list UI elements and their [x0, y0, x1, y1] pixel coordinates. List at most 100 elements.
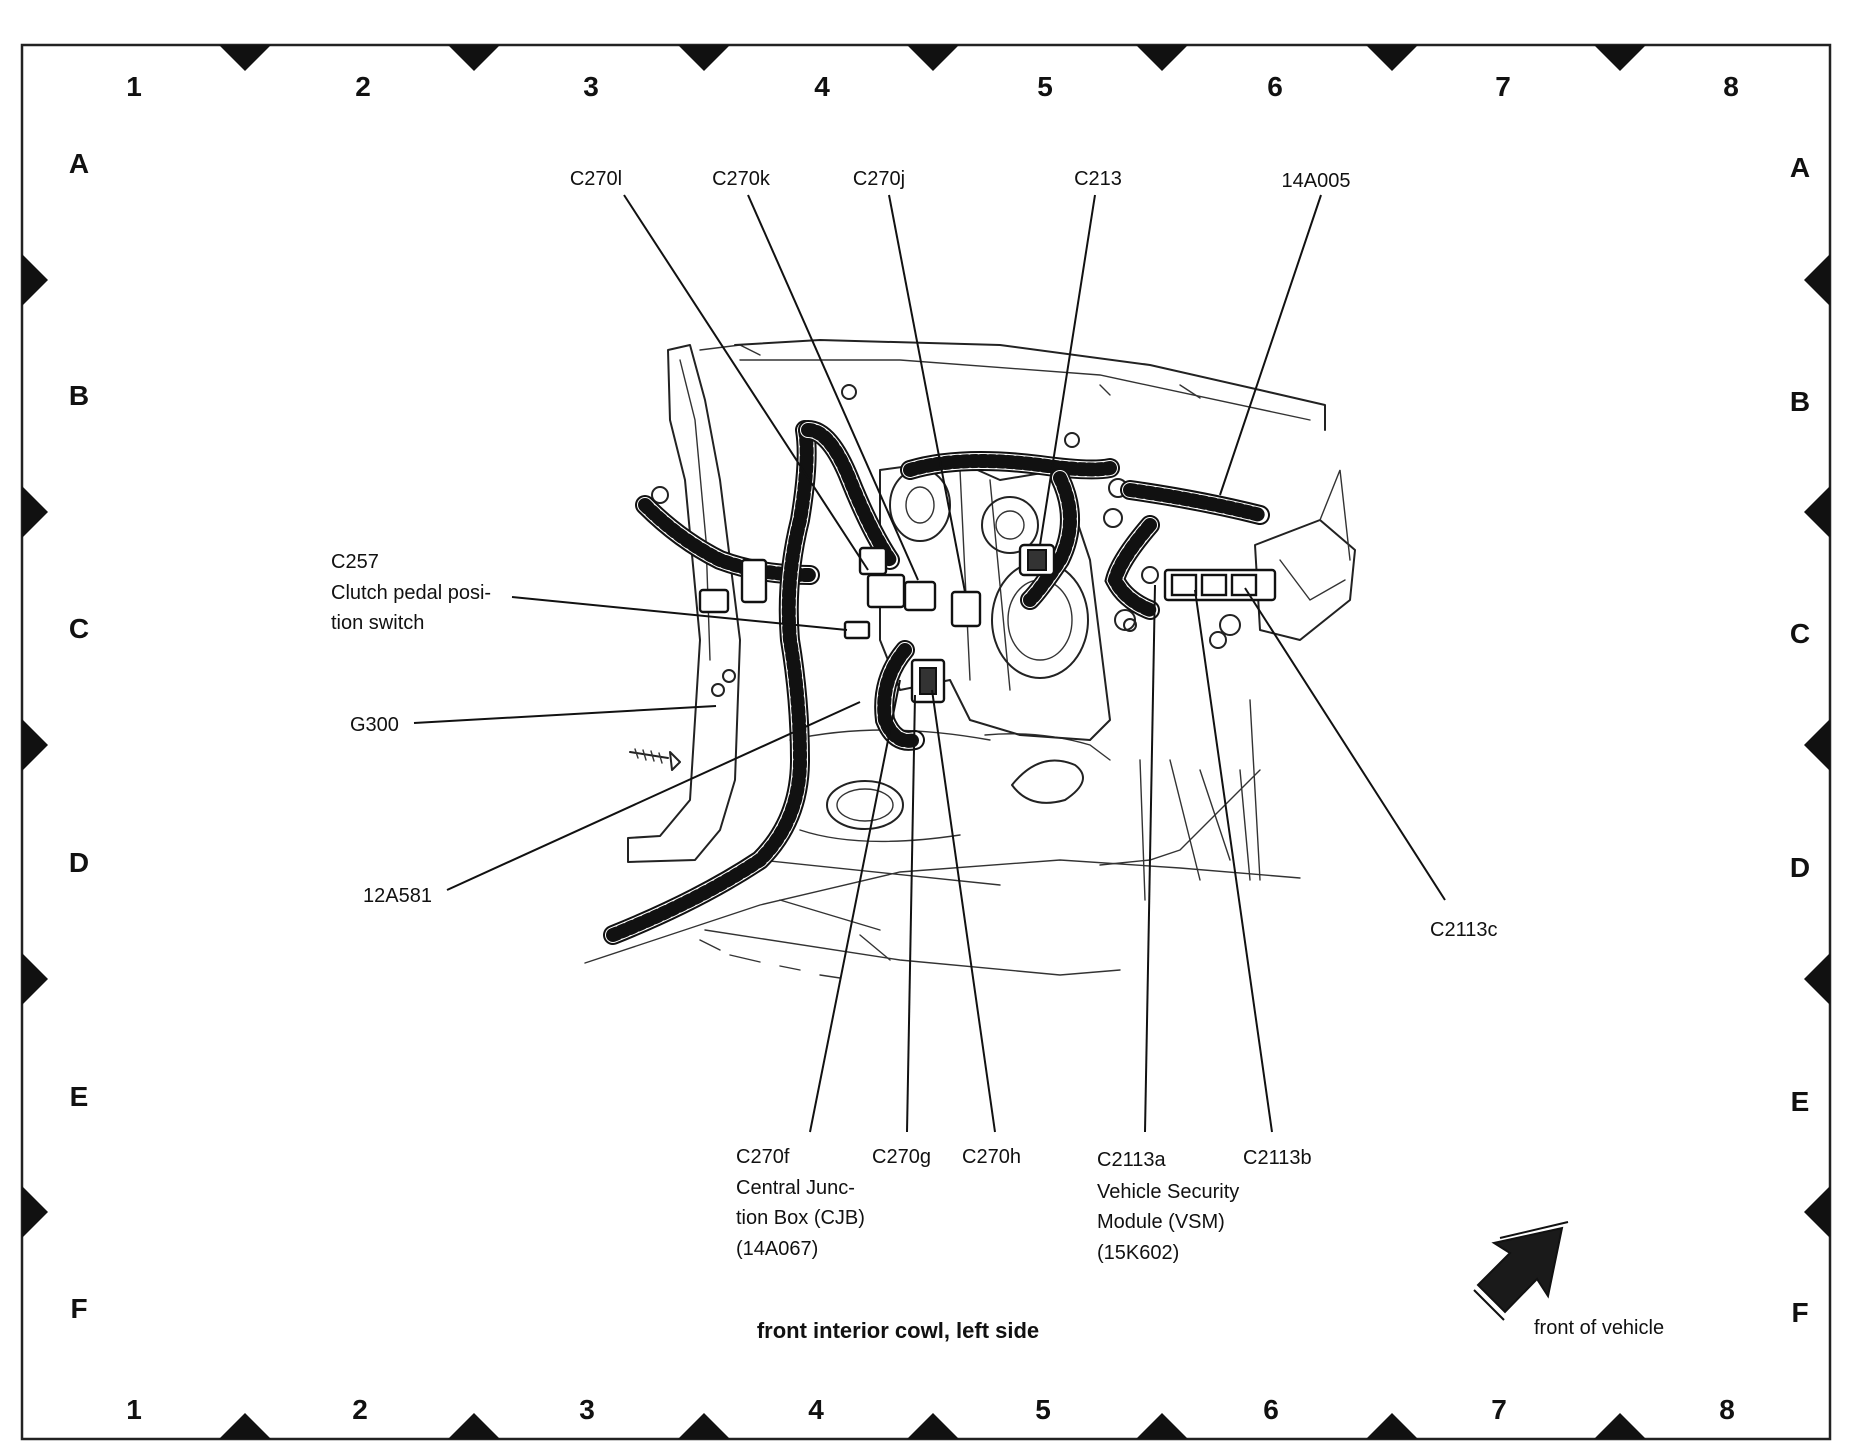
row-right-e: E — [1791, 1086, 1810, 1117]
front-arrow-icon — [1476, 1226, 1564, 1314]
leader-c270l — [623, 194, 869, 571]
grid-marker-left-5 — [22, 1186, 48, 1238]
row-left-f: F — [70, 1293, 87, 1324]
label-c213: C213 — [1074, 168, 1122, 190]
row-left-b: B — [69, 380, 89, 411]
row-left-a: A — [69, 148, 89, 179]
leader-c2113b — [1194, 589, 1273, 1133]
row-right-d: D — [1790, 852, 1810, 883]
row-right-f: F — [1791, 1297, 1808, 1328]
label-c270h: C270h — [962, 1146, 1021, 1168]
grid-marker-bottom-2 — [448, 1413, 500, 1439]
label-c2113b: C2113b — [1243, 1147, 1312, 1169]
grid-marker-top-6 — [1366, 45, 1418, 71]
row-right-c: C — [1790, 618, 1810, 649]
label-14a005: 14A005 — [1282, 170, 1351, 192]
col-bottom-4: 4 — [808, 1394, 824, 1425]
diagram-caption: front interior cowl, left side — [757, 1318, 1039, 1343]
label-cjb-1: Central Junc- — [736, 1177, 855, 1199]
row-right-a: A — [1790, 152, 1810, 183]
grid-marker-left-4 — [22, 953, 48, 1005]
grid-marker-top-7 — [1594, 45, 1646, 71]
label-c257-desc-1: Clutch pedal posi- — [331, 582, 491, 604]
grid-marker-bottom-6 — [1366, 1413, 1418, 1439]
label-vsm-3: (15K602) — [1097, 1242, 1179, 1264]
label-c257-desc-2: tion switch — [331, 612, 424, 634]
label-c270k: C270k — [712, 168, 771, 190]
col-bottom-2: 2 — [352, 1394, 368, 1425]
front-of-vehicle-indicator: front of vehicle — [1473, 1221, 1664, 1339]
col-bottom-7: 7 — [1491, 1394, 1507, 1425]
grid-marker-right-5 — [1804, 1186, 1830, 1238]
leader-c270j — [888, 194, 966, 593]
grid-marker-top-1 — [219, 45, 271, 71]
grid-marker-bottom-3 — [678, 1413, 730, 1439]
grid-marker-left-2 — [22, 486, 48, 538]
label-c270j: C270j — [853, 168, 905, 190]
label-c270f: C270f — [736, 1146, 790, 1168]
grid-marker-right-2 — [1804, 486, 1830, 538]
col-bottom-5: 5 — [1035, 1394, 1051, 1425]
leader-c2113c — [1244, 587, 1446, 901]
grid-marker-top-5 — [1136, 45, 1188, 71]
leader-c257 — [511, 596, 848, 631]
label-c2113c: C2113c — [1430, 919, 1497, 941]
grid-marker-right-1 — [1804, 254, 1830, 306]
col-top-5: 5 — [1037, 71, 1053, 102]
grid-marker-bottom-5 — [1136, 1413, 1188, 1439]
col-bottom-8: 8 — [1719, 1394, 1735, 1425]
grid-marker-top-4 — [907, 45, 959, 71]
leader-c2113a — [1144, 584, 1156, 1133]
row-letters-right: A B C D E F — [1790, 152, 1810, 1328]
grid-marker-left-1 — [22, 254, 48, 306]
label-vsm-1: Vehicle Security — [1097, 1181, 1239, 1203]
row-left-e: E — [70, 1081, 89, 1112]
grid-marker-bottom-4 — [907, 1413, 959, 1439]
col-top-8: 8 — [1723, 71, 1739, 102]
col-top-2: 2 — [355, 71, 371, 102]
row-left-c: C — [69, 613, 89, 644]
leader-c213 — [1039, 194, 1096, 546]
row-right-b: B — [1790, 386, 1810, 417]
leader-12a581 — [446, 701, 861, 891]
component-labels: C270l C270k C270j C213 14A005 C257 Clutc… — [331, 168, 1497, 1264]
grid-marker-right-3 — [1804, 719, 1830, 771]
label-c257: C257 — [331, 551, 379, 573]
label-g300: G300 — [350, 714, 399, 736]
column-numbers-bottom: 1 2 3 4 5 6 7 8 — [126, 1394, 1735, 1425]
label-c270l: C270l — [570, 168, 622, 190]
grid-marker-bottom-1 — [219, 1413, 271, 1439]
label-c270g: C270g — [872, 1146, 931, 1168]
row-letters-left: A B C D E F — [69, 148, 89, 1324]
col-top-6: 6 — [1267, 71, 1283, 102]
label-vsm-2: Module (VSM) — [1097, 1211, 1225, 1233]
col-bottom-3: 3 — [579, 1394, 595, 1425]
column-numbers-top: 1 2 3 4 5 6 7 8 — [126, 71, 1739, 102]
label-cjb-3: (14A067) — [736, 1238, 818, 1260]
row-left-d: D — [69, 847, 89, 878]
grid-markers — [22, 45, 1830, 1439]
grid-marker-bottom-7 — [1594, 1413, 1646, 1439]
col-bottom-6: 6 — [1263, 1394, 1279, 1425]
grid-marker-top-3 — [678, 45, 730, 71]
col-top-3: 3 — [583, 71, 599, 102]
leader-c270g — [906, 694, 916, 1133]
grid-marker-left-3 — [22, 719, 48, 771]
label-c2113a: C2113a — [1097, 1149, 1166, 1171]
grid-marker-right-4 — [1804, 953, 1830, 1005]
leader-c270f — [809, 679, 901, 1133]
col-top-4: 4 — [814, 71, 830, 102]
col-bottom-1: 1 — [126, 1394, 142, 1425]
label-cjb-2: tion Box (CJB) — [736, 1207, 865, 1229]
leader-lines — [413, 194, 1446, 1133]
leader-g300 — [413, 705, 717, 724]
leader-c270k — [747, 194, 919, 581]
grid-marker-top-2 — [448, 45, 500, 71]
col-top-1: 1 — [126, 71, 142, 102]
leader-c270h — [931, 689, 996, 1133]
front-of-vehicle-label: front of vehicle — [1534, 1317, 1664, 1339]
leader-14a005 — [1219, 194, 1322, 496]
col-top-7: 7 — [1495, 71, 1511, 102]
label-12a581: 12A581 — [363, 885, 432, 907]
